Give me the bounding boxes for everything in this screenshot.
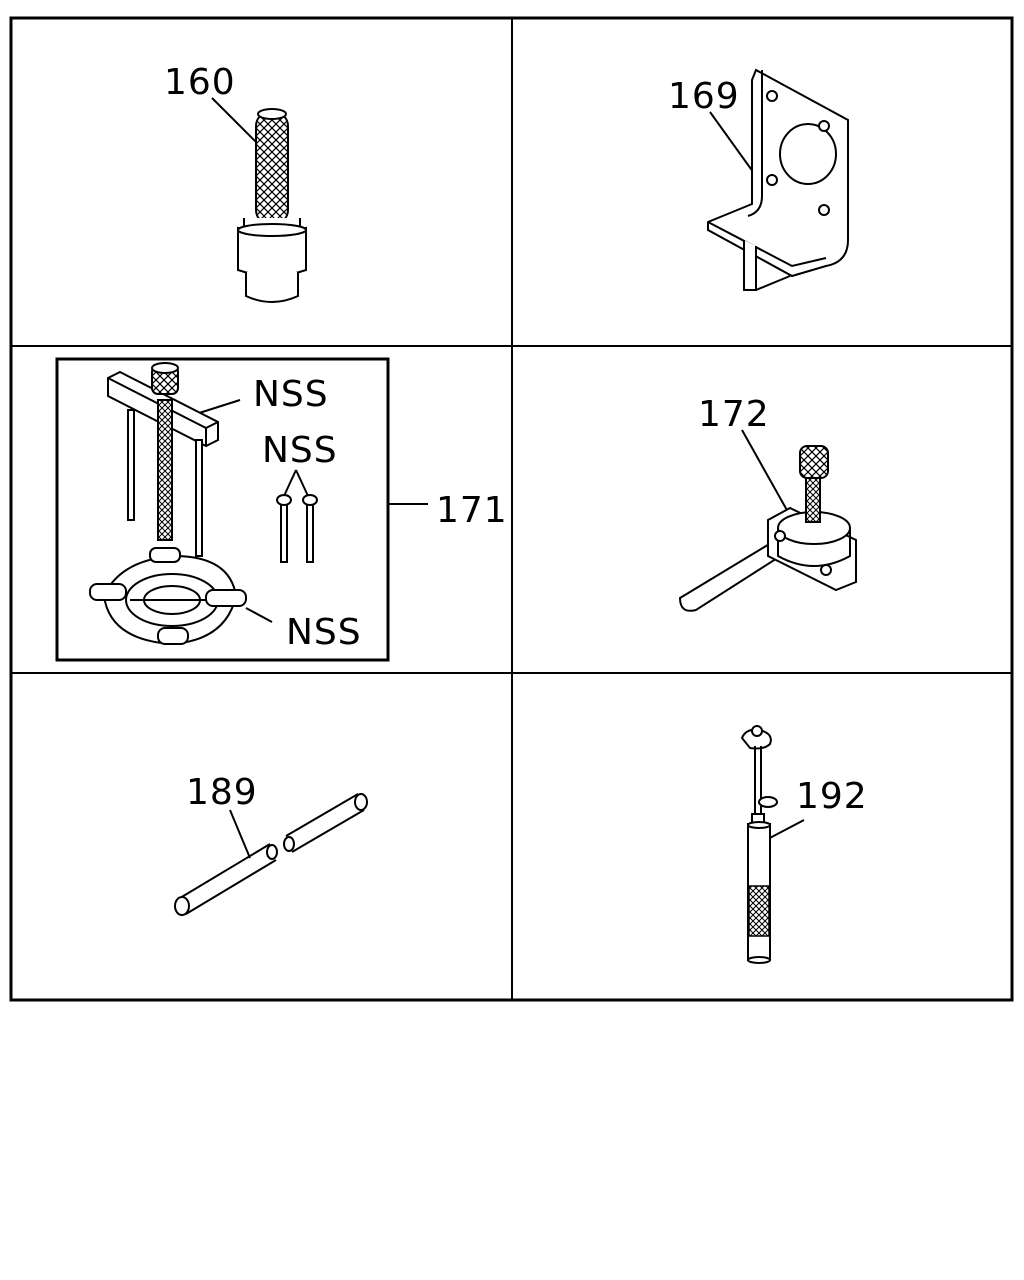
panel-172: 172 <box>678 394 857 612</box>
leader-nss-3 <box>245 607 273 623</box>
part-171-bolts <box>276 494 318 563</box>
leader-192 <box>765 819 805 841</box>
part-171-separator <box>89 547 247 646</box>
callout-171: 171 <box>436 490 508 531</box>
callout-172: 172 <box>698 394 770 435</box>
part-171-crossbar <box>107 362 219 557</box>
leader-nss-2a <box>283 469 297 497</box>
leader-160 <box>211 97 263 149</box>
callout-nss-2: NSS <box>262 430 338 471</box>
part-169-bracket <box>707 68 849 291</box>
panel-171: NSS NSS NSS 171 <box>55 357 508 662</box>
callout-192: 192 <box>796 776 868 817</box>
callout-nss-1: NSS <box>253 374 329 415</box>
leader-172 <box>741 429 789 513</box>
panel-189: 189 <box>174 772 368 916</box>
inset-box-171 <box>55 357 390 662</box>
part-160-pin <box>237 108 307 303</box>
part-189-rod <box>174 793 368 916</box>
part-192-gauge <box>740 725 778 964</box>
panel-169: 169 <box>668 68 849 291</box>
grid-frame <box>9 16 1014 1002</box>
callout-189: 189 <box>186 772 258 813</box>
leader-189 <box>229 809 251 859</box>
panel-192: 192 <box>740 725 868 964</box>
callout-169: 169 <box>668 76 740 117</box>
panel-160: 160 <box>164 62 307 303</box>
leader-169 <box>709 111 757 177</box>
part-172-clamp <box>678 445 857 612</box>
leader-nss-1 <box>195 399 241 415</box>
leader-nss-2b <box>295 469 309 497</box>
callout-160: 160 <box>164 62 236 103</box>
callout-nss-3: NSS <box>286 612 362 653</box>
